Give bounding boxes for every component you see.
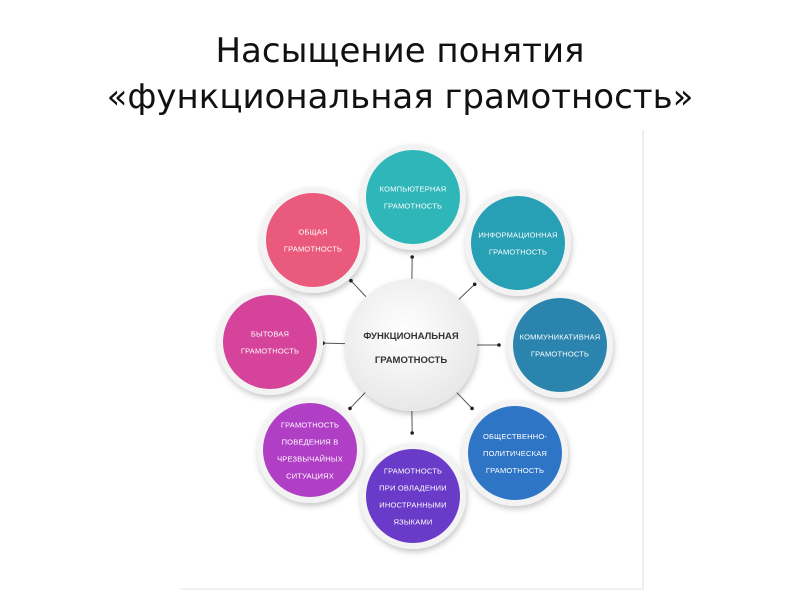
node-label-line: ОБЩЕСТВЕННО- xyxy=(483,432,547,441)
node-label-line: КОММУНИКАТИВНАЯ xyxy=(520,333,601,342)
connector-line xyxy=(458,283,476,300)
node-circle xyxy=(263,403,357,497)
node-label-line: БЫТОВАЯ xyxy=(251,330,289,339)
node-circle xyxy=(366,449,460,543)
node-circle xyxy=(471,196,565,290)
node-circle xyxy=(366,150,460,244)
center-label-line: ГРАМОТНОСТЬ xyxy=(375,355,448,366)
node-general: ОБЩАЯ ГРАМОТНОСТЬ xyxy=(260,187,366,293)
node-label-line: СИТУАЦИЯХ xyxy=(286,472,334,481)
node-label-line: ГРАМОТНОСТЬ xyxy=(241,347,299,356)
node-label-line: ГРАМОТНОСТЬ xyxy=(486,466,544,475)
connector-dot xyxy=(348,406,352,411)
node-circle xyxy=(468,406,562,500)
node-label-line: ПОВЕДЕНИЯ В xyxy=(282,438,339,447)
node-label-line: КОМПЬЮТЕРНАЯ xyxy=(380,185,447,194)
connector-dot xyxy=(410,431,414,435)
title-line-1: Насыщение понятия xyxy=(215,31,585,71)
node-label-line: ГРАМОТНОСТЬ xyxy=(384,467,442,476)
connector-dot xyxy=(470,406,474,411)
node-circle xyxy=(513,298,607,392)
node-label-line: ПРИ ОВЛАДЕНИИ xyxy=(379,484,447,493)
node-label-line: ЯЗЫКАМИ xyxy=(394,518,433,527)
node-socio-political: ОБЩЕСТВЕННО- ПОЛИТИЧЕСКАЯ ГРАМОТНОСТЬ xyxy=(462,400,568,506)
node-label-line: ГРАМОТНОСТЬ xyxy=(384,202,442,211)
center-circle xyxy=(345,279,477,411)
connector-dot xyxy=(472,282,477,287)
node-label-line: ПОЛИТИЧЕСКАЯ xyxy=(483,449,547,458)
node-label-line: ГРАМОТНОСТЬ xyxy=(284,245,342,254)
node-information: ИНФОРМАЦИОННАЯ ГРАМОТНОСТЬ xyxy=(465,190,571,296)
connector-line xyxy=(349,392,366,409)
node-computer: КОМПЬЮТЕРНАЯ ГРАМОТНОСТЬ xyxy=(360,144,466,250)
node-label-line: ИНОСТРАННЫМИ xyxy=(379,501,446,510)
node-label-line: ИНФОРМАЦИОННАЯ xyxy=(478,231,557,240)
node-circle xyxy=(223,295,317,389)
connector-dot xyxy=(349,278,353,283)
center-label-line: ФУНКЦИОНАЛЬНАЯ xyxy=(363,331,459,342)
slide-title: Насыщение понятия «функциональная грамот… xyxy=(0,28,800,120)
node-label-line: ГРАМОТНОСТЬ xyxy=(489,248,547,257)
node-circle xyxy=(266,193,360,287)
node-foreign-languages: ГРАМОТНОСТЬ ПРИ ОВЛАДЕНИИ ИНОСТРАННЫМИ ЯЗЫК… xyxy=(360,443,466,549)
connector-dot xyxy=(410,255,414,259)
node-household: БЫТОВАЯ ГРАМОТНОСТЬ xyxy=(217,289,323,395)
connector-line xyxy=(456,392,473,409)
node-label-line: ГРАМОТНОСТЬ xyxy=(531,350,589,359)
node-label-line: ГРАМОТНОСТЬ xyxy=(281,421,339,430)
node-label-line: ОБЩАЯ xyxy=(298,228,327,237)
title-line-2: «функциональная грамотность» xyxy=(106,77,694,117)
node-label-line: ЧРЕЗВЫЧАЙНЫХ xyxy=(277,455,343,464)
connector-line xyxy=(350,280,367,298)
node-communicative: КОММУНИКАТИВНАЯ ГРАМОТНОСТЬ xyxy=(507,292,613,398)
connector-dot xyxy=(497,343,501,347)
node-emergency: ГРАМОТНОСТЬ ПОВЕДЕНИЯ В ЧРЕЗВЫЧАЙНЫХ СИТУАЦ… xyxy=(257,397,363,503)
